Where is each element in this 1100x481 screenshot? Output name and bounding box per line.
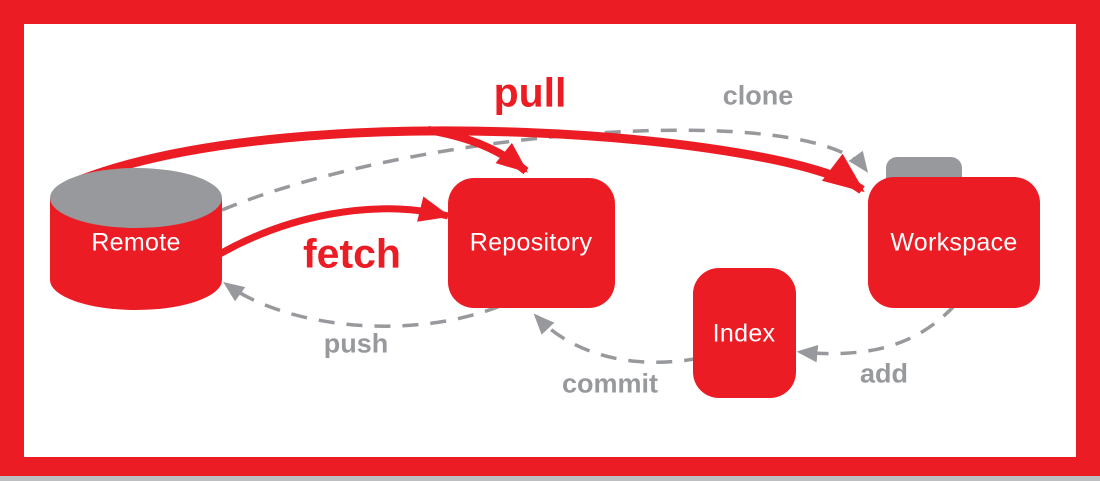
node-repository (448, 178, 615, 308)
pull-label: pull (493, 69, 567, 116)
frame-border-bottom (0, 457, 1100, 476)
commit-arrow (533, 313, 701, 365)
add-arrow (796, 303, 957, 363)
node-workspace (868, 157, 1040, 308)
frame-border-left (0, 0, 24, 481)
workspace-label: Workspace (890, 228, 1018, 257)
node-remote (50, 168, 222, 310)
push-label: push (323, 328, 389, 359)
fetch-label: fetch (303, 230, 401, 277)
clone-label: clone (722, 80, 794, 111)
fetch-arrow (211, 196, 451, 262)
node-index (693, 268, 796, 398)
repository-label: Repository (469, 228, 593, 257)
pull-arrow (78, 126, 865, 194)
pull-arrow-branch (427, 126, 529, 175)
remote-label: Remote (91, 228, 181, 257)
index-label: Index (712, 319, 776, 348)
bottom-gray-strip (0, 476, 1100, 481)
commit-label: commit (561, 368, 659, 399)
remote-database-top (50, 168, 222, 228)
frame-border-top (0, 0, 1100, 24)
workspace-folder-icon (868, 177, 1040, 308)
add-label: add (859, 358, 909, 389)
remote-database-icon (50, 198, 222, 310)
push-arrow (223, 281, 501, 328)
frame-border-right (1076, 0, 1100, 481)
